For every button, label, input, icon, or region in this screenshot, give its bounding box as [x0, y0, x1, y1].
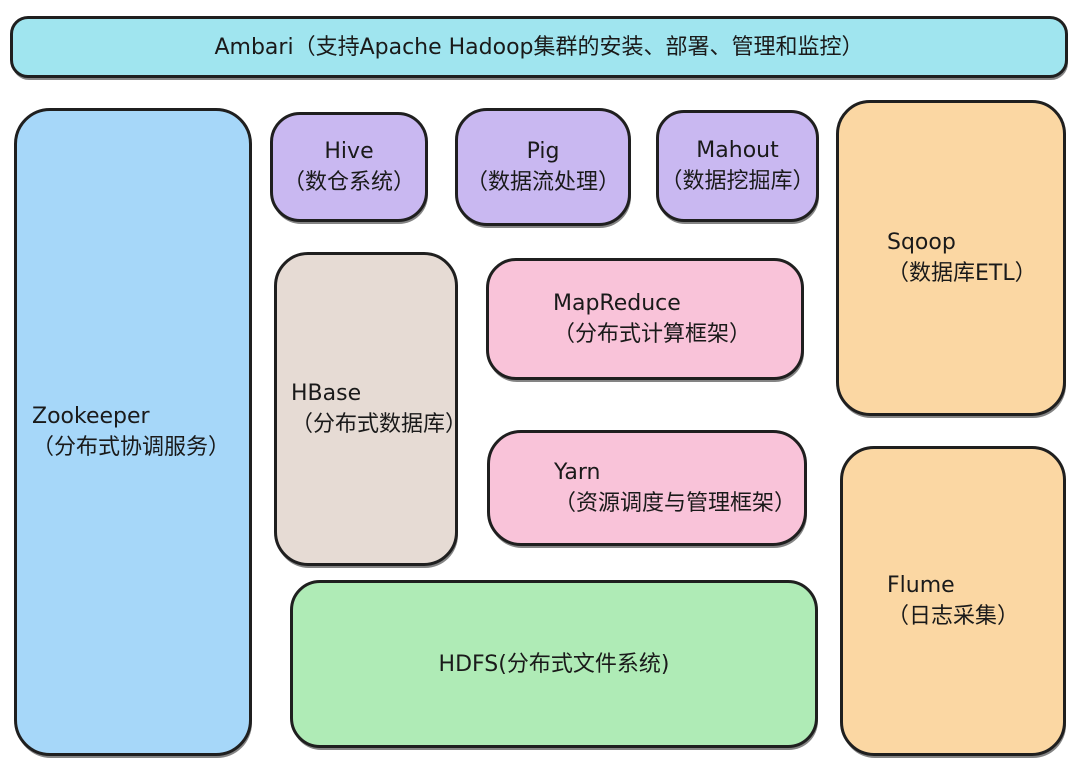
hive-title: Hive: [324, 139, 374, 164]
sqoop-title: Sqoop: [887, 230, 956, 255]
sqoop-block: Sqoop （数据库ETL）: [836, 100, 1066, 416]
hbase-subtitle: （分布式数据库）: [291, 412, 468, 437]
mapreduce-title: MapReduce: [553, 291, 681, 316]
ambari-label: Ambari（支持Apache Hadoop集群的安装、部署、管理和监控）: [214, 34, 864, 60]
zookeeper-title: Zookeeper: [32, 404, 150, 429]
pig-block: Pig （数据流处理）: [455, 108, 631, 226]
ambari-block: Ambari（支持Apache Hadoop集群的安装、部署、管理和监控）: [10, 16, 1068, 78]
pig-subtitle: （数据流处理）: [465, 170, 620, 195]
hive-subtitle: （数仓系统）: [282, 170, 415, 195]
yarn-block: Yarn （资源调度与管理框架）: [487, 430, 807, 546]
mahout-block: Mahout （数据挖掘库）: [656, 110, 819, 222]
zookeeper-block: Zookeeper （分布式协调服务）: [14, 108, 252, 756]
hive-block: Hive （数仓系统）: [270, 112, 428, 222]
mapreduce-block: MapReduce （分布式计算框架）: [486, 258, 804, 380]
hbase-title: HBase: [291, 381, 362, 406]
hdfs-title: HDFS(分布式文件系统): [438, 651, 670, 677]
yarn-title: Yarn: [554, 460, 601, 485]
mahout-title: Mahout: [696, 138, 779, 163]
yarn-subtitle: （资源调度与管理框架）: [554, 491, 797, 516]
mapreduce-subtitle: （分布式计算框架）: [553, 322, 752, 347]
flume-subtitle: （日志采集）: [887, 604, 1020, 629]
flume-block: Flume （日志采集）: [840, 446, 1066, 756]
sqoop-subtitle: （数据库ETL）: [887, 261, 1037, 286]
flume-title: Flume: [887, 573, 955, 598]
mahout-subtitle: （数据挖掘库）: [660, 169, 815, 194]
hbase-block: HBase （分布式数据库）: [274, 252, 468, 566]
zookeeper-subtitle: （分布式协调服务）: [32, 435, 231, 460]
pig-title: Pig: [526, 139, 560, 164]
hdfs-block: HDFS(分布式文件系统): [290, 580, 818, 748]
